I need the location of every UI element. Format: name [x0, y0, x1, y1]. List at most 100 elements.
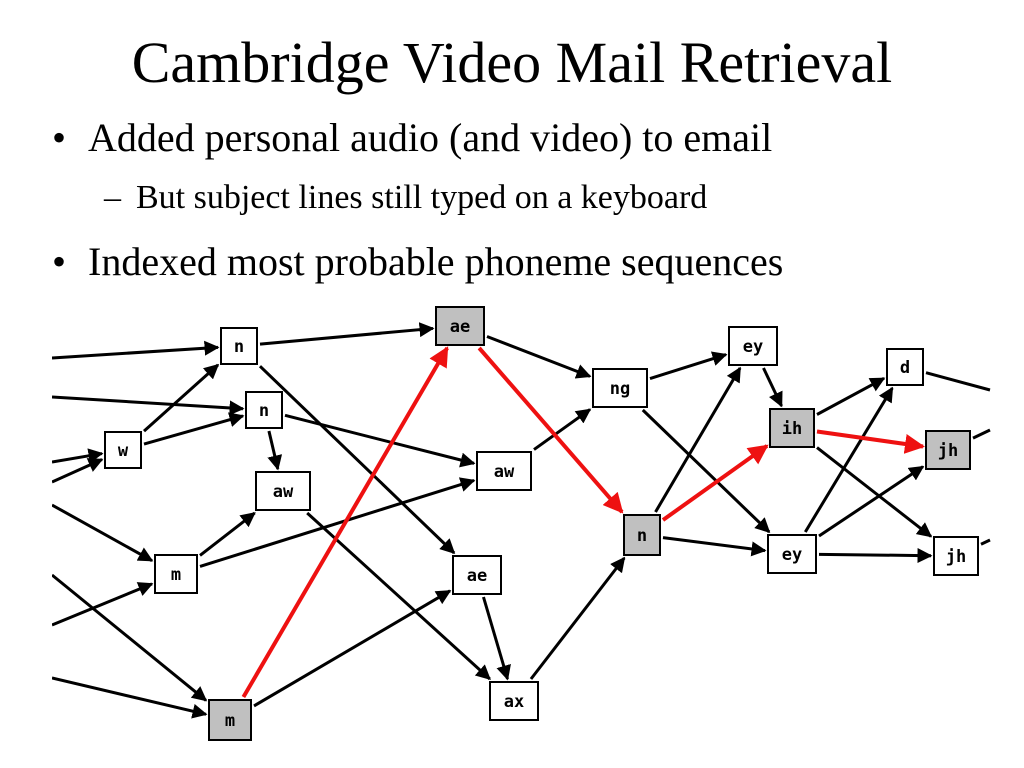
edge-stub-3 — [52, 458, 104, 484]
phoneme-node-box — [925, 430, 971, 470]
lattice-edge-ey2-jh1 — [818, 465, 925, 538]
lattice-edge-n1-ae1 — [259, 322, 435, 346]
edge-stub-6 — [52, 573, 208, 702]
edge-stub-5 — [52, 582, 154, 627]
phoneme-node-n1: n — [220, 327, 258, 365]
slide-title: Cambridge Video Mail Retrieval — [131, 30, 893, 95]
lattice-edge-m1-aw2 — [199, 477, 476, 568]
phoneme-node-box — [245, 391, 283, 429]
phoneme-node-jh2: jh — [933, 536, 979, 576]
sub-bullet-subject-lines: –But subject lines still typed on a keyb… — [104, 178, 707, 218]
phoneme-node-n2: n — [245, 391, 283, 429]
bullet-glyph: • — [52, 239, 67, 284]
phoneme-node-box — [476, 451, 532, 491]
phoneme-node-ih: ih — [769, 408, 815, 448]
sub-bullet-text: But subject lines still typed on a keybo… — [136, 179, 708, 216]
phoneme-label: ey — [782, 545, 802, 565]
edge-stub-1 — [52, 395, 245, 416]
bullet-personal-audio: • Added personal audio (and video) to ema… — [52, 114, 772, 162]
lattice-edge-ng-ey1 — [649, 351, 728, 380]
phoneme-label: d — [900, 358, 910, 378]
dash-glyph: – — [104, 179, 121, 216]
phoneme-label: ae — [467, 566, 487, 586]
lattice-edge-n3-ey1 — [654, 366, 742, 513]
phoneme-node-box — [769, 408, 815, 448]
phoneme-node-box — [623, 514, 661, 556]
phoneme-label: jh — [946, 547, 966, 567]
phoneme-node-box — [489, 681, 539, 721]
lattice-edge-w1-n1 — [142, 363, 220, 433]
phoneme-node-d: d — [886, 348, 924, 386]
phoneme-label: n — [637, 526, 647, 546]
lattice-edge-w1-n2 — [143, 412, 245, 446]
phoneme-node-box — [154, 554, 198, 594]
phoneme-node-m1: m — [154, 554, 198, 594]
phoneme-label: jh — [938, 441, 958, 461]
phoneme-label: m — [171, 565, 181, 585]
lattice-edge-ey1-ih — [762, 367, 783, 408]
phoneme-node-aw2: aw — [476, 451, 532, 491]
phoneme-label: aw — [494, 462, 515, 482]
lattice-edge-n3-ey2 — [662, 536, 767, 557]
lattice-edge-ae1-ng — [486, 335, 592, 379]
edge-stub-7 — [52, 676, 208, 719]
lattice-edge-n2-aw1 — [267, 430, 283, 471]
phoneme-node-box — [728, 326, 778, 366]
phoneme-node-ae1: ae — [435, 306, 485, 346]
phoneme-node-w1: w — [104, 431, 142, 469]
phoneme-node-ey2: ey — [767, 534, 817, 574]
lattice-edge-ax-n3 — [529, 556, 626, 680]
lattice-edge-n2-aw2 — [284, 413, 476, 468]
phoneme-node-box — [767, 534, 817, 574]
phoneme-label: n — [234, 337, 244, 357]
lattice-edge-ih-d — [816, 377, 886, 416]
incoming-edge-stubs — [52, 340, 991, 719]
lattice-edge-ae2-ax — [482, 596, 511, 681]
edge-stub-0 — [52, 340, 220, 360]
lattice-edge-m2-ae2 — [253, 589, 452, 708]
phoneme-label: w — [118, 441, 129, 461]
lattice-edge-aw1-ax — [306, 511, 491, 681]
lattice-edge-ih-jh2 — [816, 446, 933, 538]
phoneme-node-box — [255, 471, 311, 511]
bullet-text: Added personal audio (and video) to emai… — [88, 115, 773, 160]
phoneme-node-ae2: ae — [452, 555, 502, 595]
bullet-indexed-phonemes: • Indexed most probable phoneme sequences — [52, 238, 783, 286]
phoneme-node-n3: n — [623, 514, 661, 556]
lattice-edge-m1-aw1 — [199, 511, 256, 557]
phoneme-node-ng: ng — [592, 368, 648, 408]
phoneme-label: m — [225, 711, 235, 731]
phoneme-label: ih — [782, 419, 802, 439]
edge-stub-10 — [980, 538, 991, 546]
phoneme-label: ae — [450, 317, 470, 337]
phoneme-node-ax: ax — [489, 681, 539, 721]
phoneme-node-box — [435, 306, 485, 346]
best-path-edge-ih-jh1 — [816, 429, 925, 454]
edge-stub-9 — [972, 428, 991, 440]
phoneme-label: aw — [273, 482, 294, 502]
lattice-edge-n1-ae2 — [258, 365, 456, 555]
phoneme-node-box — [104, 431, 142, 469]
phoneme-node-box — [933, 536, 979, 576]
lattice-edge-ey2-d — [804, 386, 894, 533]
phoneme-node-box — [220, 327, 258, 365]
phoneme-node-ey1: ey — [728, 326, 778, 366]
phoneme-node-jh1: jh — [925, 430, 971, 470]
lattice-edge-aw2-ng — [533, 408, 592, 451]
phoneme-node-m2: m — [208, 699, 252, 741]
phoneme-node-box — [208, 699, 252, 741]
phoneme-label: ax — [504, 692, 524, 712]
phoneme-label: n — [259, 401, 269, 421]
best-path-edge-m2-ae1 — [241, 346, 449, 699]
bullet-text: Indexed most probable phoneme sequences — [88, 239, 784, 284]
phoneme-node-box — [592, 368, 648, 408]
bullet-glyph: • — [52, 115, 67, 160]
phoneme-label: ey — [743, 337, 763, 357]
best-path-edge-n3-ih — [661, 444, 769, 522]
best-path-edge-ae1-n3 — [477, 346, 624, 514]
phoneme-node-aw1: aw — [255, 471, 311, 511]
edge-stub-2 — [52, 448, 104, 464]
edge-stub-4 — [52, 503, 154, 562]
lattice-edge-ey2-jh2 — [818, 548, 933, 564]
